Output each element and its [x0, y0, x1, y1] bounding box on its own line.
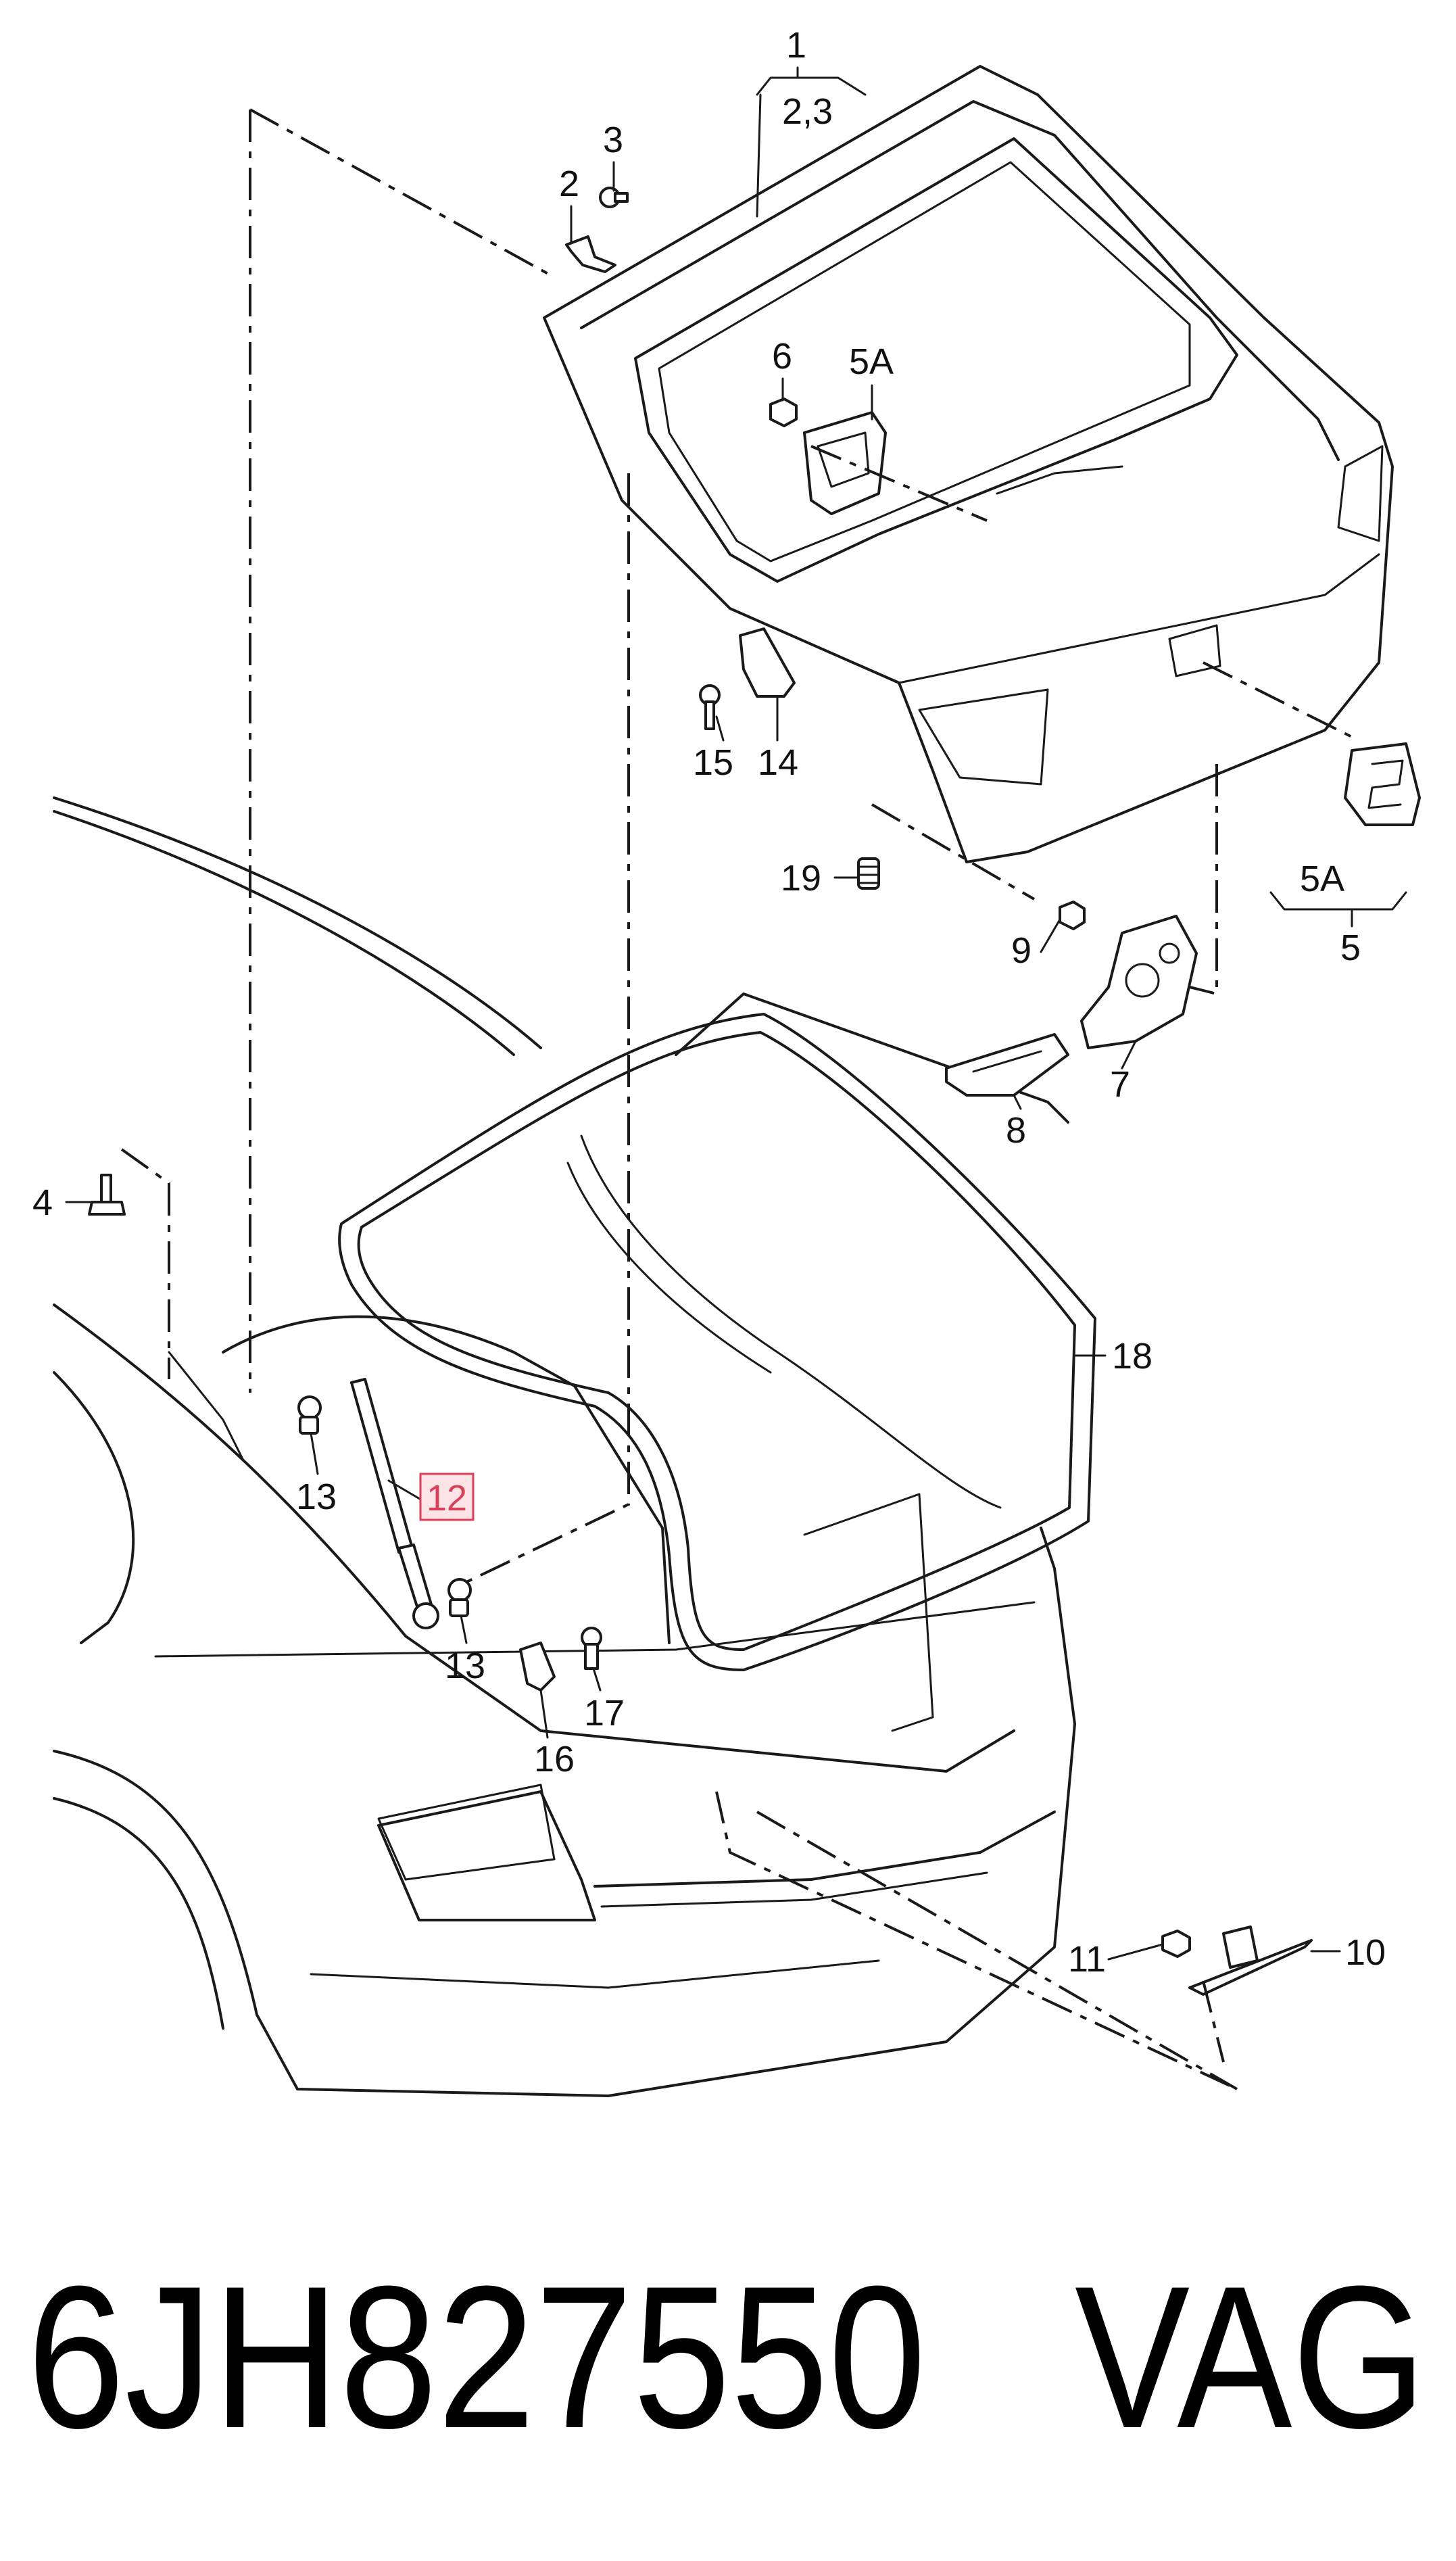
callout-4: 4 — [32, 1182, 53, 1223]
footer: 6JH827550 VAG — [27, 2243, 1426, 2470]
callout-13-lower: 13 — [445, 1646, 485, 1686]
part-5-emblem — [1344, 742, 1421, 826]
callout-11: 11 — [1068, 1939, 1106, 1980]
callout-13-upper: 13 — [296, 1477, 337, 1517]
callout-labels: 1 2,3 2 3 6 5A 15 14 19 5A 5 9 7 8 4 18 … — [32, 25, 1386, 1980]
callout-19: 19 — [781, 858, 821, 899]
callout-14: 14 — [758, 742, 798, 783]
tailgate-drawing — [543, 65, 1394, 863]
part-15-screw — [699, 684, 721, 730]
callout-1: 1 — [786, 25, 806, 66]
brand-label: VAG — [1075, 2243, 1426, 2470]
callout-10: 10 — [1345, 1932, 1386, 1973]
part-3-bolt — [599, 187, 629, 208]
callout-12-highlight — [419, 1473, 475, 1521]
part-13-ballstud-upper — [297, 1395, 322, 1435]
part-17-bolt — [581, 1627, 602, 1670]
part-5a-bracket — [803, 411, 887, 515]
callout-15: 15 — [693, 742, 733, 783]
leader-lines — [65, 66, 1407, 1961]
callout-9: 9 — [1011, 930, 1032, 971]
callout-2-3: 2,3 — [782, 91, 833, 132]
callout-17: 17 — [584, 1693, 625, 1733]
part-14-buffer — [739, 627, 796, 698]
callout-6: 6 — [772, 336, 792, 377]
callout-8: 8 — [1006, 1110, 1026, 1151]
callout-16: 16 — [534, 1739, 575, 1779]
assembly-lines — [120, 108, 1353, 2090]
callout-7: 7 — [1110, 1064, 1130, 1105]
callout-5a-right: 5A — [1300, 859, 1344, 899]
callout-5: 5 — [1340, 928, 1361, 968]
part-8-handle — [945, 1033, 1069, 1097]
part-19-spacer — [857, 857, 880, 890]
part-10-bracket — [1188, 1925, 1313, 1996]
part-number: 6JH827550 — [27, 2243, 926, 2470]
part-16-striker — [519, 1642, 556, 1692]
part-6-nut — [769, 398, 798, 427]
part-4-screw — [88, 1174, 126, 1216]
part-2-bracket — [565, 235, 616, 273]
callout-2: 2 — [559, 164, 579, 204]
callout-12: 12 — [427, 1478, 467, 1518]
seal-drawing — [338, 1013, 1096, 1671]
part-11-nut — [1161, 1930, 1191, 1958]
part-9-nut — [1059, 901, 1086, 930]
part-7-lock — [1080, 915, 1198, 1049]
part-13-ballstud-lower — [447, 1578, 472, 1617]
part-12-strut — [350, 1378, 439, 1629]
callout-5a-top: 5A — [849, 341, 894, 382]
callout-18: 18 — [1112, 1336, 1152, 1377]
car-body-drawing — [53, 796, 1076, 2097]
callout-3: 3 — [603, 120, 623, 160]
